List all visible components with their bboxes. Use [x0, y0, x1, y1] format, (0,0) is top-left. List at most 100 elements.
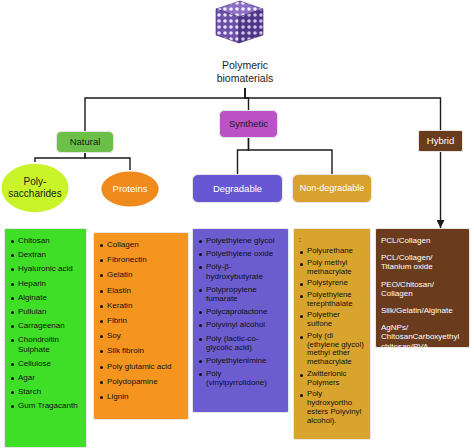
bullet-dot	[11, 254, 14, 257]
tree-connector	[85, 153, 130, 170]
material-name: Collagen	[107, 240, 184, 249]
bullet-dot	[11, 268, 14, 271]
category-box: Hybrid	[418, 130, 463, 152]
category-label: Degradable	[213, 183, 262, 194]
bullet-dot	[11, 377, 14, 380]
list-item: Zwitterionic Polymers	[299, 370, 366, 388]
ellipse-shape	[101, 171, 160, 207]
list-item: Poly (di (ethylene glycol) methyl ether …	[299, 332, 366, 368]
cube-left-face	[216, 9, 239, 43]
material-name: AgNPs/ ChitosanCarboxyethyl chitosan/PVA	[381, 323, 465, 351]
porous-cube-illustration	[216, 1, 263, 43]
subcategory-ellipse: Poly- saccharides	[0, 162, 70, 214]
bullet-dot	[300, 283, 303, 286]
bullet-dot	[100, 320, 103, 323]
material-name: Keratin	[107, 301, 184, 310]
cube-right-face	[239, 9, 263, 43]
material-name: Alginate	[18, 293, 82, 302]
bullet-dot	[100, 335, 103, 338]
bullet-dot	[199, 266, 202, 269]
subcategory-box: Non-degradable	[292, 174, 372, 203]
material-name: Chondroitin Sulphate	[18, 335, 82, 353]
material-name: Poly hydroxyortho esters Polyvinyl alcoh…	[307, 390, 366, 426]
list-item: Poly methyl methacrylate	[299, 259, 366, 277]
bullet-dot	[100, 305, 103, 308]
category-label: Poly- saccharides	[4, 176, 66, 200]
list-item: Gelatin	[99, 270, 184, 279]
list-item: Polyethylene glycol	[198, 236, 284, 245]
list-item: Gum Tragacanth	[10, 401, 82, 410]
material-list-box: CollagenFibronectinGelatinElastinKeratin…	[93, 232, 189, 420]
material-list-box: ChitosanDextranHyaluronic acidHeparinAlg…	[4, 228, 87, 448]
bullet-dot	[199, 373, 202, 376]
material-name: Poly-β- hydroxybutyrate	[206, 262, 284, 280]
bullet-dot	[199, 240, 202, 243]
material-name: Heparin	[18, 279, 82, 288]
material-name: Fibronectin	[107, 255, 184, 264]
material-name: Polyethylene glycol	[206, 236, 284, 245]
bullet-dot	[199, 253, 202, 256]
bullet-dot	[11, 405, 14, 408]
material-name: Elastin	[107, 286, 184, 295]
bullet-dot	[199, 289, 202, 292]
material-name: Soy	[107, 331, 184, 340]
bullet-dot	[199, 324, 202, 327]
material-name: Silk fibroin	[107, 346, 184, 355]
list-item: Soy	[99, 331, 184, 340]
list-item: Fibronectin	[99, 255, 184, 264]
list-item: Polydopamine	[99, 377, 184, 386]
bullet-dot	[100, 350, 103, 353]
material-name: Pullulan	[18, 307, 82, 316]
list-item: Poly glutamic acid	[99, 362, 184, 371]
list-item: Heparin	[10, 279, 82, 288]
subcategory-ellipse: Proteins	[100, 170, 160, 208]
hybrid-list-box: PCL/CollagenPCL/Collagen/ Titanium oxide…	[375, 228, 470, 348]
list-item: Keratin	[99, 301, 184, 310]
tree-connector	[249, 138, 333, 174]
material-name: :	[299, 236, 366, 245]
list-item: Agar	[10, 373, 82, 382]
list-item: Dextran	[10, 250, 82, 259]
list-item: Elastin	[99, 286, 184, 295]
material-name: Dextran	[18, 250, 82, 259]
list-item: Lignin	[99, 392, 184, 401]
ellipse-shape	[1, 163, 70, 213]
bullet-dot	[100, 396, 103, 399]
list-item: Polyethylene oxide	[198, 249, 284, 258]
material-name: Polyether sulfone	[307, 311, 366, 329]
tree-connector	[238, 138, 249, 174]
arrow-connector	[440, 152, 441, 228]
list-item: Collagen	[99, 240, 184, 249]
material-list-box: Polyethylene glycolPolyethylene oxidePol…	[192, 228, 289, 413]
material-name: Polyurethane	[307, 247, 366, 256]
list-item: Silk/Gelatin/Alginate	[381, 306, 465, 315]
list-item: Poly (lactic-co- glycolic acid)	[198, 334, 284, 352]
material-name: Polycaprolactone	[206, 307, 284, 316]
list-item: Chitosan	[10, 236, 82, 245]
list-item: Poly hydroxyortho esters Polyvinyl alcoh…	[299, 390, 366, 426]
subcategory-box: Degradable	[192, 174, 283, 203]
bullet-dot	[300, 374, 303, 377]
list-item: Polyurethane	[299, 247, 366, 256]
bullet-dot	[11, 363, 14, 366]
material-name: PEO/Chitosan/ Collagen	[381, 280, 465, 298]
category-label: Natural	[70, 136, 101, 147]
list-item: Polyvinyl alcohol	[198, 320, 284, 329]
bullet-dot	[100, 259, 103, 262]
list-item: Polyethylenimine	[198, 356, 284, 365]
material-name: Polyethylenimine	[206, 356, 284, 365]
material-name: PCL/Collagen/ Titanium oxide	[381, 253, 465, 271]
material-name: Cellulose	[18, 359, 82, 368]
bullet-dot	[11, 283, 14, 286]
category-label: Hybrid	[427, 135, 454, 146]
root-heading: Polymeric biomaterials	[198, 56, 292, 88]
bullet-dot	[100, 244, 103, 247]
list-item: Polycaprolactone	[198, 307, 284, 316]
list-item: Pullulan	[10, 307, 82, 316]
material-name: Gum Tragacanth	[18, 401, 82, 410]
material-name: Zwitterionic Polymers	[307, 370, 366, 388]
list-item: Poly (vinylpyrrolidone)	[198, 369, 284, 387]
list-item: Hyaluronic acid	[10, 264, 82, 273]
material-name: Chitosan	[18, 236, 82, 245]
